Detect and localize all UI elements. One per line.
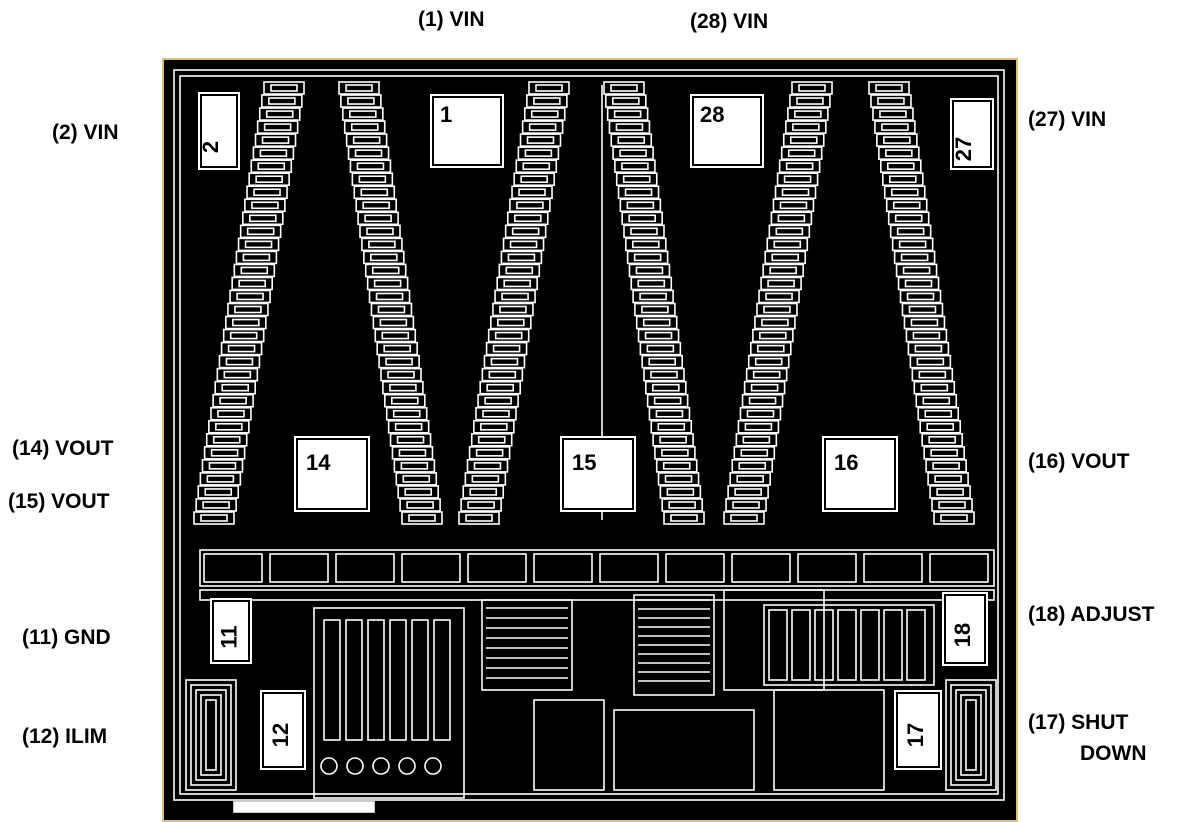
bond-pad-17: 17: [894, 690, 942, 770]
die-layout: 1 28 2 27 14 15 16 11 18 12 17: [162, 58, 1018, 822]
pin-label-14-vout: (14) VOUT: [12, 437, 114, 460]
bond-pad-28: 28: [690, 94, 764, 168]
pin-label-28-vin: (28) VIN: [690, 10, 769, 33]
pin-label-17-shutdown-line1: (17) SHUT: [1028, 711, 1129, 734]
bond-pad-18: 18: [942, 592, 988, 666]
pin-label-17-shutdown-line2: DOWN: [1080, 742, 1147, 765]
bond-pad-2: 2: [198, 92, 240, 170]
bond-pad-16: 16: [822, 436, 898, 512]
bond-pad-1: 1: [430, 94, 504, 168]
pin-label-2-vin: (2) VIN: [52, 121, 119, 144]
pin-label-1-vin: (1) VIN: [418, 8, 485, 31]
pin-label-15-vout: (15) VOUT: [8, 490, 110, 513]
pin-label-11-gnd: (11) GND: [22, 626, 111, 649]
bond-pad-12: 12: [260, 690, 306, 770]
bond-pad-27: 27: [950, 98, 994, 170]
pin-label-16-vout: (16) VOUT: [1028, 450, 1130, 473]
bond-pad-11: 11: [210, 598, 252, 664]
bond-pad-15: 15: [560, 436, 636, 512]
pin-label-27-vin: (27) VIN: [1028, 108, 1107, 131]
pin-label-18-adjust: (18) ADJUST: [1028, 603, 1155, 626]
pin-label-12-ilim: (12) ILIM: [22, 725, 108, 748]
die-metal-artwork: [173, 69, 1005, 813]
bond-pad-14: 14: [294, 436, 370, 512]
